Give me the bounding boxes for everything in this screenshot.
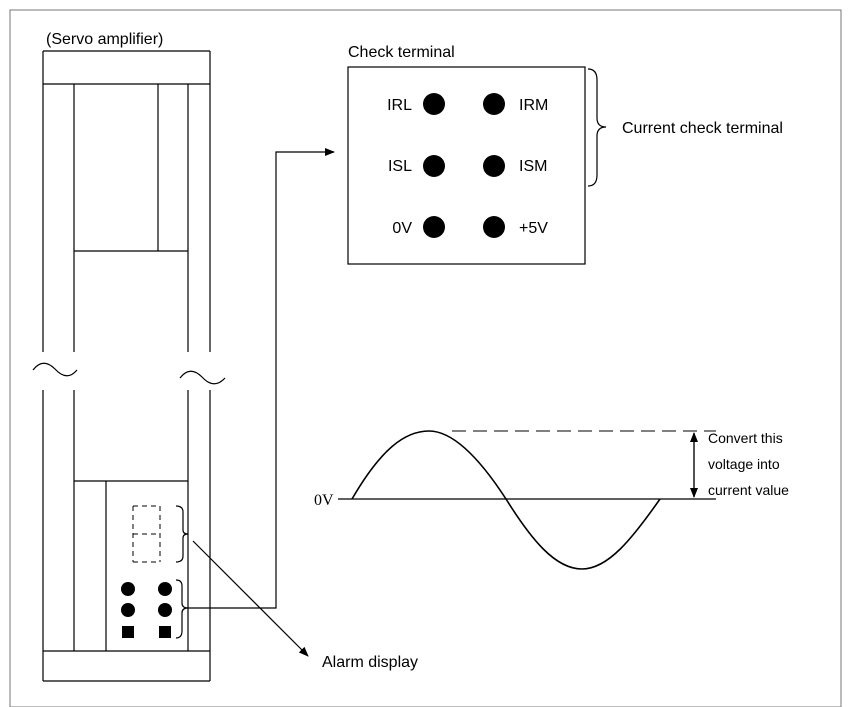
alarm-display-brace — [175, 505, 189, 563]
terminal-dot — [423, 93, 445, 115]
terminal-label-isl: ISL — [388, 158, 412, 175]
break-mark-right — [179, 370, 226, 385]
terminal-dot — [423, 155, 445, 177]
sine-wave — [351, 430, 661, 570]
current-check-terminal-label: Current check terminal — [622, 120, 783, 137]
terminal-label-irl: IRL — [387, 97, 412, 114]
zero-volt-label: 0V — [314, 492, 334, 509]
waveform: 0V Convert this voltage into current val… — [314, 430, 789, 570]
terminal-row: IRL IRM — [387, 93, 548, 115]
check-pin — [158, 603, 172, 617]
check-pin — [158, 582, 172, 596]
check-terminal-panel — [347, 66, 586, 265]
convert-note-line2: voltage into — [708, 456, 780, 472]
terminal-row: 0V +5V — [392, 216, 548, 238]
servo-amplifier — [32, 50, 226, 682]
terminal-label-ism: ISM — [519, 158, 547, 175]
check-pin — [121, 603, 135, 617]
terminal-dot — [423, 216, 445, 238]
alarm-led-segments — [132, 505, 161, 563]
servo-amplifier-label: (Servo amplifier) — [46, 31, 163, 48]
break-mark-left — [32, 362, 78, 377]
terminal-dot — [483, 93, 505, 115]
check-terminal-title: Check terminal — [348, 44, 455, 61]
current-terminal-brace — [587, 68, 607, 187]
terminal-label-0v: 0V — [392, 220, 412, 237]
connector-arrow — [188, 148, 335, 609]
convert-note-line1: Convert this — [708, 430, 783, 446]
alarm-display-label: Alarm display — [322, 654, 418, 671]
terminal-dot — [483, 216, 505, 238]
check-pin — [121, 582, 135, 596]
check-pin-square — [122, 626, 134, 638]
figure-frame — [9, 9, 842, 707]
convert-note-line3: current value — [708, 482, 789, 498]
check-terminal-brace — [175, 579, 189, 639]
terminal-dot — [483, 155, 505, 177]
terminal-label-irm: IRM — [519, 97, 548, 114]
check-pin-square — [159, 626, 171, 638]
terminal-row: ISL ISM — [388, 155, 547, 177]
terminal-label-5v: +5V — [519, 220, 548, 237]
alarm-display-arrow — [192, 540, 309, 657]
